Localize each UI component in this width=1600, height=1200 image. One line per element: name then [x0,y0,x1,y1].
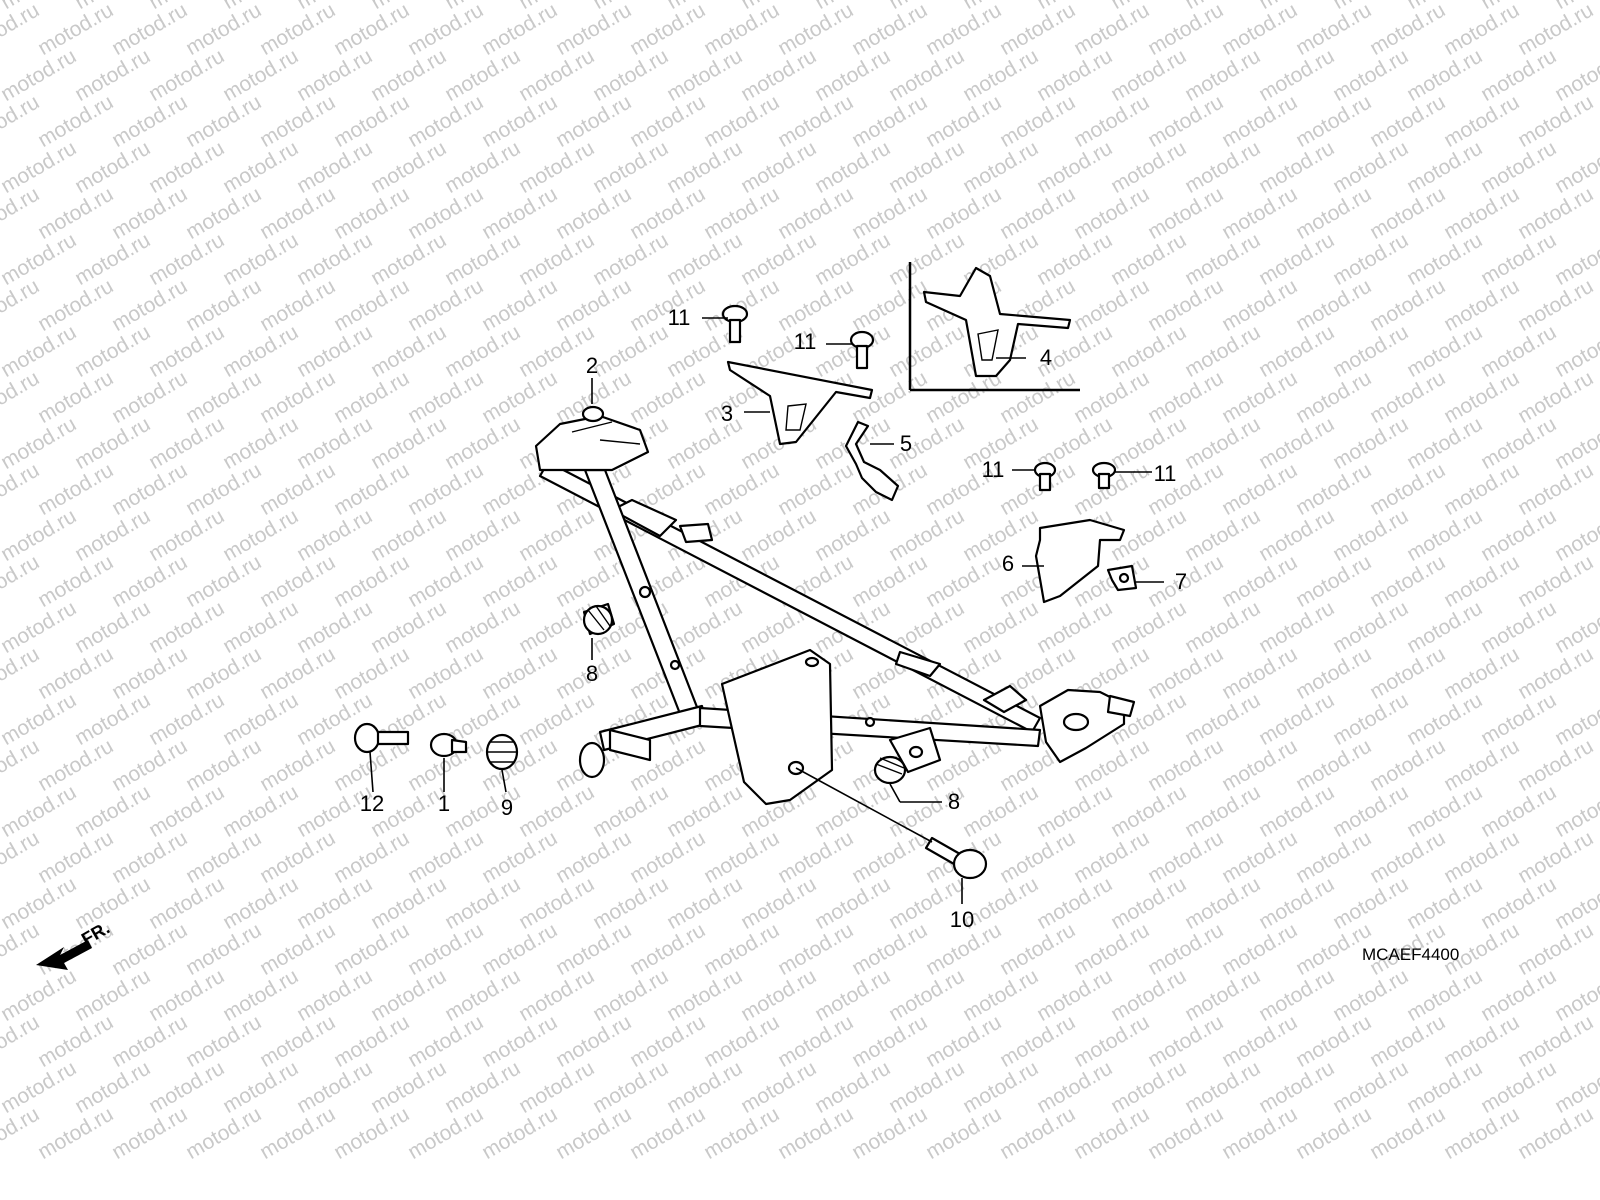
callout-11-b: 11 [793,329,817,354]
collar-1 [429,732,468,758]
callout-11-d: 11 [1153,461,1177,486]
rubber-bushing-lower [873,755,907,785]
rubber-bushing-upper [582,602,616,636]
callout-10: 10 [949,907,975,932]
front-arrow-icon [36,940,92,970]
stay-bracket-4 [922,266,1072,378]
sub-frame [534,405,1136,806]
callout-8-upper: 8 [585,661,599,686]
leader-lines [369,317,1164,904]
callout-2: 2 [585,353,599,378]
stay-bracket-3 [726,360,874,446]
rubber-bushing-9 [485,733,519,771]
flange-bolt-10 [924,836,988,880]
clip-nut-7 [1106,564,1138,592]
flange-bolt-12 [353,722,410,754]
callout-11-c: 11 [981,457,1005,482]
callout-12: 12 [359,791,385,816]
callout-9: 9 [500,795,514,820]
callout-8-lower: 8 [947,789,961,814]
wire-clamp-5 [844,420,900,502]
diagram-code: MCAEF4400 [1362,945,1460,964]
callout-1: 1 [437,791,451,816]
callout-3: 3 [720,401,734,426]
callout-4: 4 [1039,345,1053,370]
stay-bracket-6 [1034,518,1126,604]
bolt-11-group [721,304,1117,492]
inset-box [908,262,1080,392]
callout-7: 7 [1174,569,1188,594]
callout-6: 6 [1001,551,1015,576]
callout-11-a: 11 [667,305,691,330]
callout-5: 5 [899,431,913,456]
